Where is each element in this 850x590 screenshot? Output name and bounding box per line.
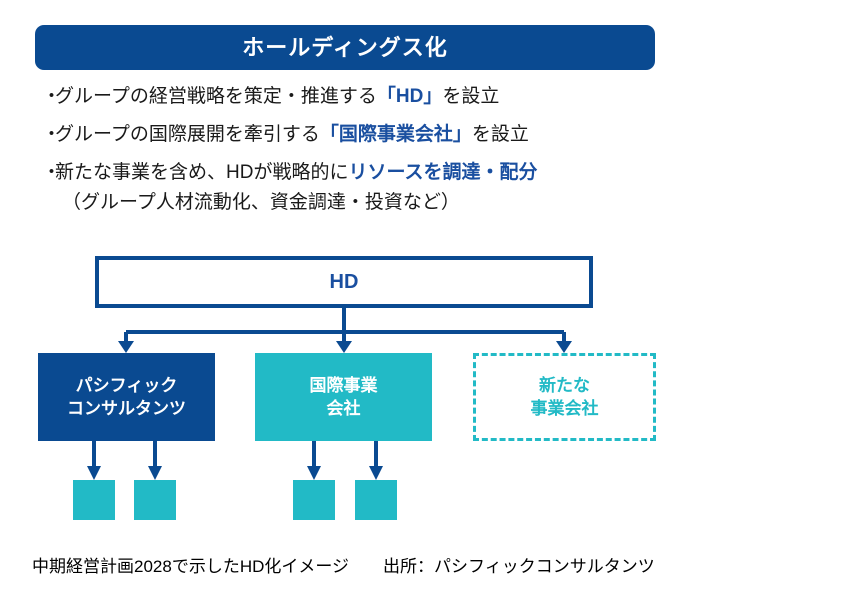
org-leaf-box[interactable] <box>134 480 176 520</box>
org-node-pacific-consultants[interactable]: パシフィック コンサルタンツ <box>38 353 215 441</box>
bullet-text-segment: を設立 <box>442 86 500 107</box>
org-chart-connectors <box>87 308 572 480</box>
org-node-international-business[interactable]: 国際事業 会社 <box>255 353 432 441</box>
page-title: ホールディングス化 <box>242 34 448 60</box>
org-node-new-business[interactable]: 新たな 事業会社 <box>473 353 656 441</box>
org-leaf-box[interactable] <box>355 480 397 520</box>
org-leaf-box[interactable] <box>73 480 115 520</box>
org-node-new-business-label: 新たな 事業会社 <box>531 374 599 420</box>
org-node-hd[interactable]: HD <box>95 256 593 308</box>
org-node-hd-label: HD <box>329 270 359 293</box>
caption-main-text: 中期経営計画2028で示したHD化イメージ <box>32 557 350 576</box>
list-item-continuation: （グループ人材流動化、資金調達・投資など） <box>62 192 460 213</box>
bullet-list: ・グループの経営戦略を策定・推進する「HD」を設立 ・グループの国際展開を牽引す… <box>42 82 742 218</box>
org-node-pacific-consultants-label: パシフィック コンサルタンツ <box>67 374 186 420</box>
bullet-text-segment: を設立 <box>471 124 529 145</box>
bullet-marker-icon: ・ <box>42 86 62 107</box>
bullet-text-emphasis: リソースを調達・配分 <box>348 162 538 183</box>
header-banner: ホールディングス化 <box>35 25 655 70</box>
caption-source-text: 出所：パシフィックコンサルタンツ <box>383 557 655 576</box>
org-node-line-1: パシフィック <box>75 376 178 395</box>
list-item: ・グループの経営戦略を策定・推進する「HD」を設立 <box>42 82 742 112</box>
org-node-line-1: 新たな <box>539 376 590 395</box>
org-leaf-box[interactable] <box>293 480 335 520</box>
org-node-line-2: 事業会社 <box>530 399 599 418</box>
bullet-text-segment: グループの国際展開を牽引する <box>55 124 320 145</box>
bullet-marker-icon: ・ <box>42 162 62 183</box>
caption: 中期経営計画2028で示したHD化イメージ 出所：パシフィックコンサルタンツ <box>32 552 655 577</box>
bullet-text-segment: 新たな事業を含め、HDが戦略的に <box>55 162 349 183</box>
list-item: ・新たな事業を含め、HDが戦略的にリソースを調達・配分 <box>42 158 742 188</box>
bullet-text-emphasis: 「国際事業会社」 <box>319 124 472 145</box>
list-item: ・グループの国際展開を牽引する「国際事業会社」を設立 <box>42 120 742 150</box>
org-chart: HD パシフィック コンサルタンツ 国際事業 会社 新たな 事業会社 <box>0 240 850 540</box>
bullet-text-segment: グループの経営戦略を策定・推進する <box>55 86 377 107</box>
org-node-line-2: 会社 <box>326 399 361 418</box>
org-node-international-business-label: 国際事業 会社 <box>310 374 378 420</box>
org-node-line-1: 国際事業 <box>309 376 378 395</box>
bullet-marker-icon: ・ <box>42 124 62 145</box>
org-node-line-2: コンサルタンツ <box>67 399 186 418</box>
bullet-text-emphasis: 「HD」 <box>376 86 443 107</box>
